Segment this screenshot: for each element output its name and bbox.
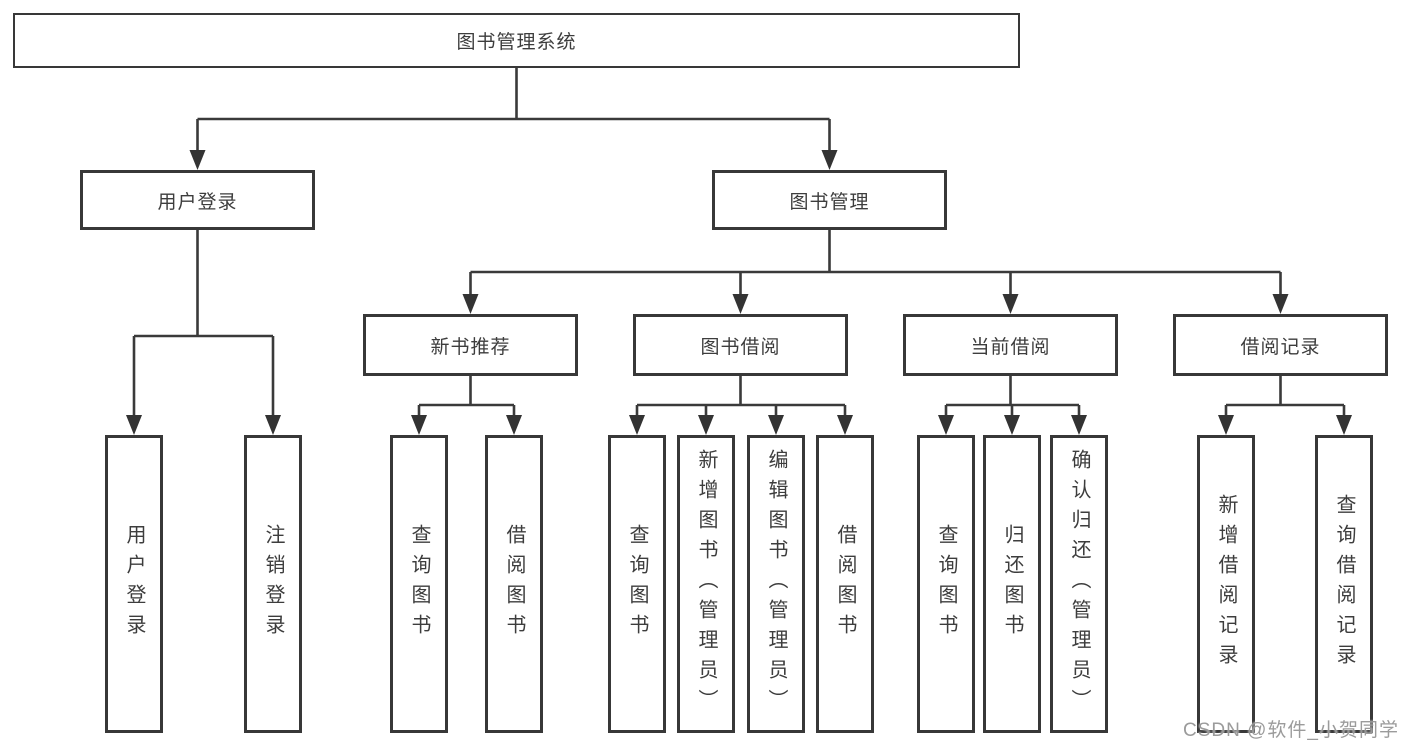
node-label: 用户登录 (123, 524, 145, 644)
leaf-borrow-books: 借阅图书 (485, 435, 543, 733)
node-label: 查询借阅记录 (1333, 494, 1355, 674)
node-label: 当前借阅 (970, 336, 1051, 358)
node-book-management: 图书管理 (712, 170, 947, 230)
node-library-system: 图书管理系统 (13, 13, 1020, 68)
node-user-login: 用户登录 (80, 170, 315, 230)
node-label: 归还图书 (1001, 524, 1023, 644)
leaf-add-borrow-record: 新增借阅记录 (1197, 435, 1255, 733)
node-label: 新增图书（管理员） (695, 449, 717, 719)
leaf-query-borrow-record: 查询借阅记录 (1315, 435, 1373, 733)
leaf-add-books-admin: 新增图书（管理员） (677, 435, 735, 733)
node-label: 新增借阅记录 (1215, 494, 1237, 674)
node-borrowing-records: 借阅记录 (1173, 314, 1388, 376)
leaf-confirm-return-admin: 确认归还（管理员） (1050, 435, 1108, 733)
node-label: 借阅图书 (503, 524, 525, 644)
leaf-query-books: 查询图书 (390, 435, 448, 733)
node-current-borrowing: 当前借阅 (903, 314, 1118, 376)
node-label: 确认归还（管理员） (1068, 449, 1090, 719)
leaf-query-books: 查询图书 (917, 435, 975, 733)
node-book-borrowing: 图书借阅 (633, 314, 848, 376)
node-label: 图书管理 (789, 191, 870, 213)
node-new-book-recommendation: 新书推荐 (363, 314, 578, 376)
node-label: 注销登录 (262, 524, 284, 644)
node-label: 编辑图书（管理员） (765, 449, 787, 719)
leaf-borrow-books: 借阅图书 (816, 435, 874, 733)
leaf-edit-books-admin: 编辑图书（管理员） (747, 435, 805, 733)
leaf-return-books: 归还图书 (983, 435, 1041, 733)
node-label: 图书管理系统 (456, 32, 577, 53)
node-label: 借阅记录 (1240, 336, 1321, 358)
node-label: 查询图书 (626, 524, 648, 644)
leaf-user-login: 用户登录 (105, 435, 163, 733)
node-label: 借阅图书 (834, 524, 856, 644)
node-label: 用户登录 (157, 191, 238, 213)
node-label: 查询图书 (935, 524, 957, 644)
csdn-watermark: CSDN @软件_小贺同学 (1183, 720, 1399, 741)
node-label: 图书借阅 (700, 336, 781, 358)
node-label: 查询图书 (408, 524, 430, 644)
node-label: 新书推荐 (430, 336, 511, 358)
leaf-logout: 注销登录 (244, 435, 302, 733)
leaf-query-books: 查询图书 (608, 435, 666, 733)
